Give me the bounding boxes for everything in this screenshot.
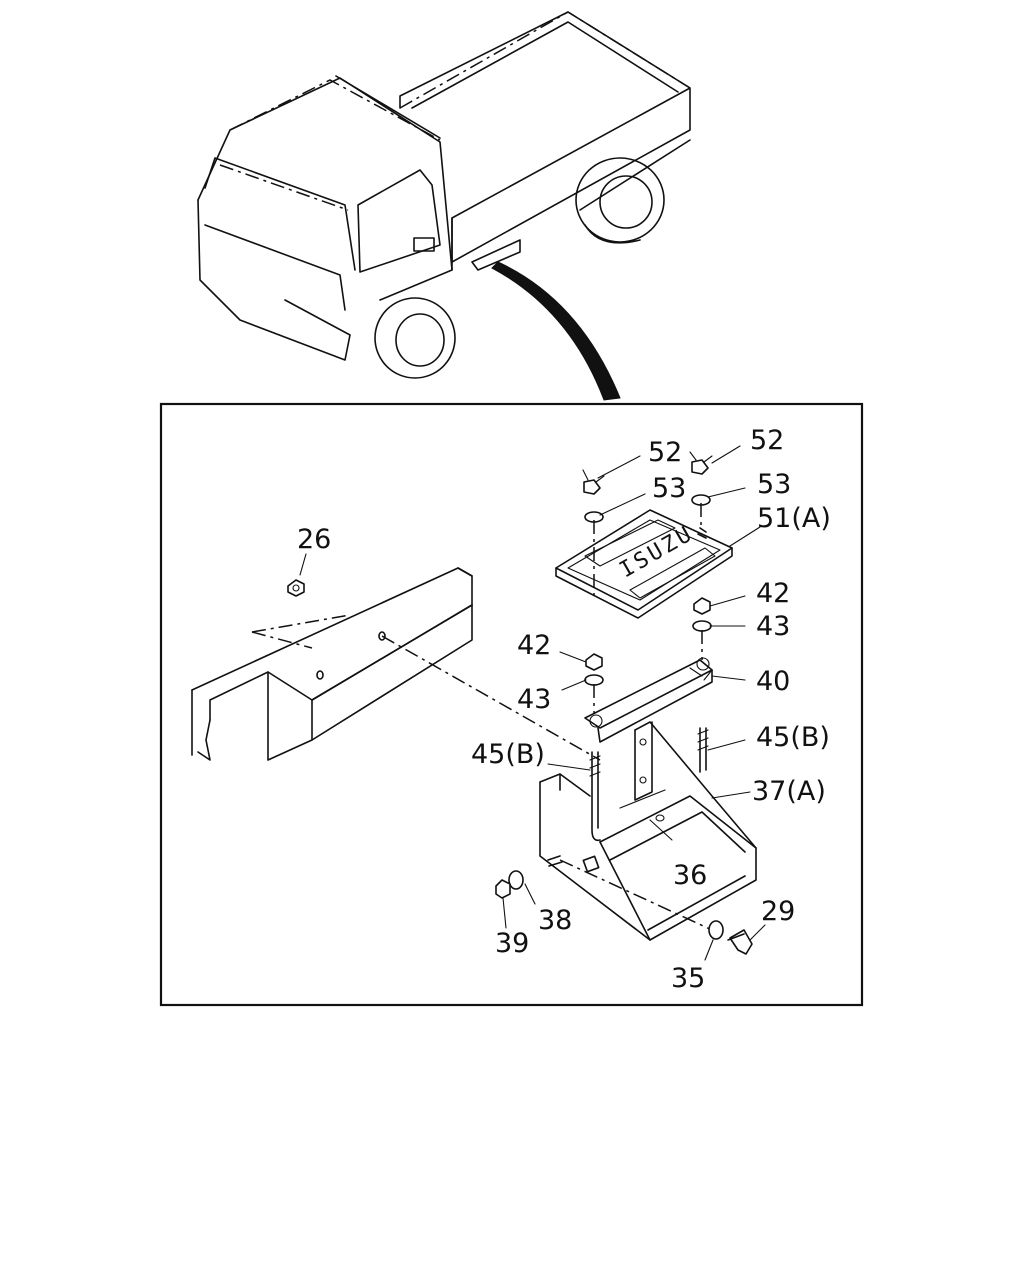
callout-39: 39 — [495, 928, 529, 959]
wing-nut-left — [582, 469, 605, 495]
washer-43-left — [584, 674, 604, 686]
callout-36: 36 — [673, 860, 707, 891]
callout-42-right: 42 — [756, 578, 790, 609]
callout-45-right: 45(B) — [756, 722, 830, 753]
j-bolt-left — [589, 751, 601, 842]
detail-frame — [159, 402, 864, 1007]
washer-35 — [708, 920, 724, 940]
nut-26 — [287, 553, 307, 597]
callout-40: 40 — [756, 666, 790, 697]
nut-42-right — [693, 597, 711, 615]
bolt-29 — [727, 929, 753, 955]
washer-38 — [508, 870, 524, 890]
callout-labels: 52 52 53 53 51(A) 26 42 43 42 43 40 45(B… — [297, 425, 831, 994]
callout-43-right: 43 — [756, 611, 790, 642]
callout-45-left: 45(B) — [471, 739, 545, 770]
callout-51: 51(A) — [757, 503, 831, 534]
callout-43-left: 43 — [517, 684, 551, 715]
callout-53-right: 53 — [757, 469, 791, 500]
callout-38: 38 — [538, 905, 572, 936]
callout-52-left: 52 — [648, 437, 682, 468]
washer-43-right — [692, 620, 712, 632]
leader-lines — [502, 445, 766, 961]
callout-53-left: 53 — [652, 473, 686, 504]
callout-37: 37(A) — [752, 776, 826, 807]
frame-rail — [191, 567, 601, 761]
hold-down-bar — [584, 657, 713, 743]
battery-tray — [539, 721, 757, 941]
bolt-38 — [547, 855, 563, 867]
callout-35: 35 — [671, 963, 705, 994]
battery-cover: ISUZU — [555, 509, 733, 619]
nut-42-left — [585, 653, 603, 671]
callout-52-right: 52 — [750, 425, 784, 456]
wing-nut-right — [689, 451, 713, 475]
callout-42-left: 42 — [517, 630, 551, 661]
callout-26: 26 — [297, 524, 331, 555]
nut-39 — [495, 879, 511, 899]
callout-29: 29 — [761, 896, 795, 927]
j-bolt-right — [697, 727, 709, 773]
truck-illustration — [197, 11, 691, 401]
